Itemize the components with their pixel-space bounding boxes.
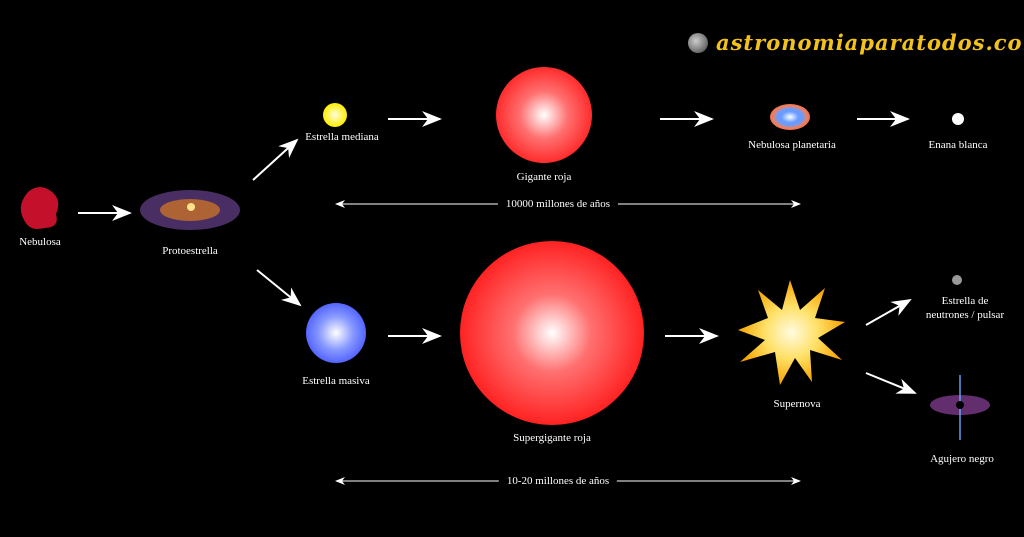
- nebula-blob: [20, 187, 59, 229]
- site-logo: astronomiaparatodos.com: [688, 30, 1024, 55]
- medium-star: [323, 103, 347, 127]
- white-dwarf: [952, 113, 964, 125]
- label-estrella-masiva: Estrella masiva: [302, 375, 370, 387]
- label-protoestrella: Protoestrella: [162, 245, 218, 257]
- label-gigante-roja: Gigante roja: [516, 171, 572, 183]
- arrow: [865, 299, 912, 326]
- label-enana-blanca: Enana blanca: [928, 139, 988, 151]
- label-nebulosa-planetaria: Nebulosa planetaria: [748, 139, 836, 151]
- label-line: Estrella de: [941, 295, 989, 307]
- label-supernova: Supernova: [773, 398, 821, 410]
- supernova-burst: [738, 280, 845, 385]
- logo-text: astronomiaparatodos.com: [716, 30, 1024, 55]
- massive-star: [306, 303, 366, 363]
- arrow: [865, 372, 917, 394]
- planetary-nebula: [770, 104, 810, 130]
- label-nebulosa: Nebulosa: [19, 236, 61, 248]
- label-line: neutrones / pulsar: [925, 309, 1005, 321]
- timescale-massive: 10-20 millones de años: [498, 475, 618, 487]
- arrow: [256, 269, 302, 307]
- protostar-core: [187, 203, 195, 211]
- arrow: [252, 138, 299, 181]
- black-hole-core: [956, 401, 964, 409]
- label-supergigante-roja: Supergigante roja: [513, 432, 591, 444]
- label-agujero-negro: Agujero negro: [930, 453, 994, 465]
- neutron-star: [952, 275, 962, 285]
- label-estrella-mediana: Estrella mediana: [305, 131, 379, 143]
- planet-icon: [688, 32, 708, 53]
- timescale-medium: 10000 millones de años: [497, 198, 619, 210]
- red-giant: [496, 67, 592, 163]
- red-supergiant: [460, 241, 644, 425]
- label-estrella-neutrones: Estrella de neutrones / pulsar: [926, 294, 1004, 322]
